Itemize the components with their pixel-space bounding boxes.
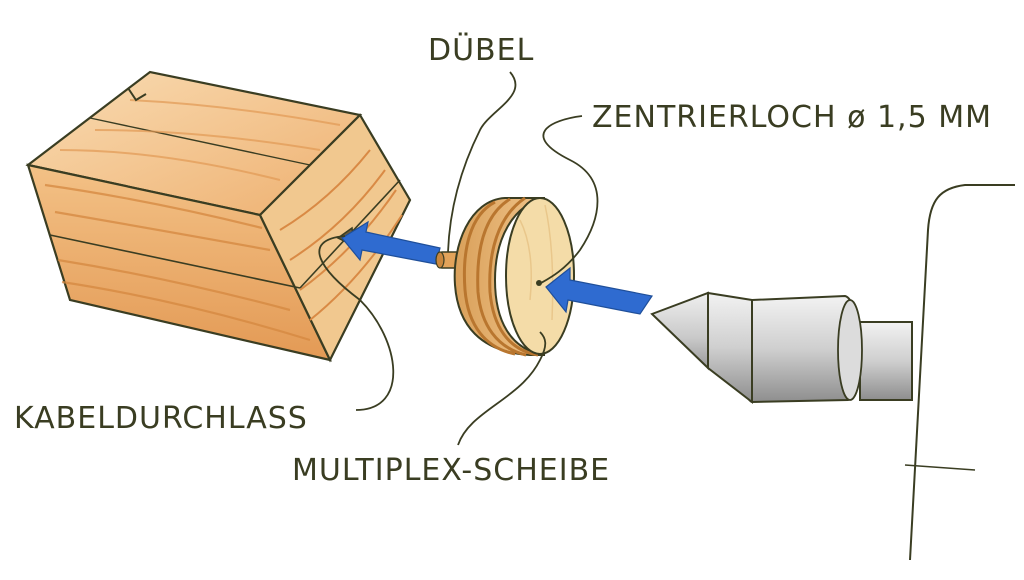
disc-edge (453, 197, 546, 356)
multiplex-disc (453, 196, 575, 357)
glue-line-top (89, 117, 311, 166)
wood-block (25, 70, 412, 363)
top-grain (59, 99, 341, 181)
label-zentrierloch: ZENTRIERLOCH ø 1,5 MM (592, 100, 992, 135)
leader-kabeldurchlass (318, 235, 395, 411)
side-grain (44, 183, 311, 342)
disc-face-grain (519, 204, 554, 321)
block-notch (127, 87, 147, 102)
lathe-tailstock (650, 184, 1015, 561)
lathe-housing-line (904, 464, 976, 471)
tailstock-quill (859, 321, 913, 401)
leader-lines (318, 71, 599, 446)
tailstock-ring (707, 291, 753, 405)
leader-zentrierloch (540, 115, 599, 284)
label-multiplex: MULTIPLEX-SCHEIBE (292, 453, 610, 488)
disc-plies (462, 196, 539, 357)
glue-line-side (49, 234, 301, 289)
leader-duebel (447, 71, 517, 253)
live-center-cone (650, 291, 709, 371)
lathe-housing-outline (909, 184, 1015, 561)
blue-arrow-icon-2 (545, 266, 653, 315)
hole-icon (536, 280, 542, 286)
label-duebel: DÜBEL (428, 32, 534, 68)
collar-rim (837, 299, 863, 401)
disc-face (505, 197, 575, 355)
leader-multiplex (457, 331, 547, 446)
label-kabeldurchlass: KABELDURCHLASS (14, 401, 308, 436)
